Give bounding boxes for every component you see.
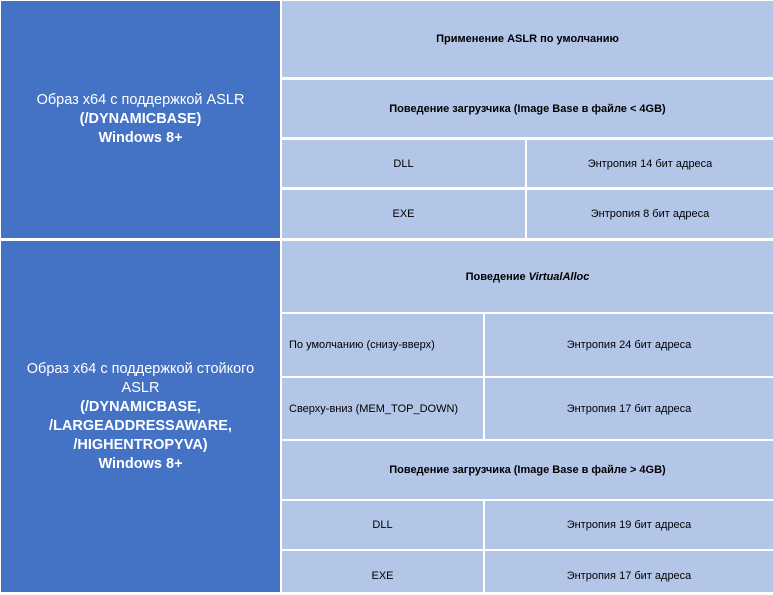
section1-header-line1: Образ x64 с поддержкой ASLR: [36, 92, 245, 108]
table-row-value: Энтропия 14 бит адреса: [527, 140, 773, 187]
table-row-value: Энтропия 17 бит адреса: [485, 551, 773, 592]
row-value-text: Энтропия 24 бит адреса: [566, 339, 692, 351]
section2-header-line6: Windows 8+: [98, 455, 183, 472]
table-row-value: Энтропия 8 бит адреса: [527, 190, 773, 238]
table-row-value: Энтропия 24 бит адреса: [485, 314, 773, 376]
section1-subtitle: Поведение загрузчика (Image Base в файле…: [282, 80, 773, 137]
row-type-text: DLL: [393, 157, 414, 170]
row-type-text: EXE: [392, 208, 415, 220]
section1-title-text: Применение ASLR по умолчанию: [436, 33, 619, 45]
table-row-value: Энтропия 17 бит адреса: [485, 378, 773, 439]
section1-header-line2: (/DYNAMICBASE): [79, 111, 202, 127]
table-row-type: EXE: [282, 190, 525, 238]
section2-header-line1: Образ x64 с поддержкой стойкого: [26, 360, 255, 377]
loader-title-text: Поведение загрузчика (Image Base в файле…: [389, 464, 666, 476]
row-type-text: Сверху-вниз (MEM_TOP_DOWN): [289, 402, 459, 415]
table-row-type: DLL: [282, 140, 525, 187]
virtualalloc-title-prefix: Поведение: [465, 270, 529, 283]
table-row-type: DLL: [282, 501, 483, 549]
virtualalloc-title: Поведение VirtualAlloc: [282, 241, 773, 312]
section2-header: Образ x64 с поддержкой стойкого ASLR (/D…: [1, 241, 280, 592]
virtualalloc-title-text: Поведение VirtualAlloc: [466, 271, 590, 283]
row-value-text: Энтропия 17 бит адреса: [566, 402, 692, 415]
section1-subtitle-text: Поведение загрузчика (Image Base в файле…: [389, 102, 666, 115]
table-row-type: По умолчанию (снизу-вверх): [282, 314, 483, 376]
section1-title: Применение ASLR по умолчанию: [282, 1, 773, 77]
table-row-value: Энтропия 19 бит адреса: [485, 501, 773, 549]
virtualalloc-title-italic: VirtualAlloc: [528, 270, 590, 283]
row-type-text: По умолчанию (снизу-вверх): [289, 339, 435, 351]
loader-title: Поведение загрузчика (Image Base в файле…: [282, 441, 773, 499]
section2-header-line2: ASLR: [121, 379, 160, 396]
section1-header: Образ x64 с поддержкой ASLR (/DYNAMICBAS…: [1, 1, 280, 238]
row-type-text: DLL: [372, 519, 393, 531]
table-row-type: EXE: [282, 551, 483, 592]
section2-header-line4: /LARGEADDRESSAWARE,: [49, 417, 232, 434]
table-row-type: Сверху-вниз (MEM_TOP_DOWN): [282, 378, 483, 439]
section2-header-line3: (/DYNAMICBASE,: [80, 398, 201, 415]
row-type-text: EXE: [371, 569, 394, 582]
row-value-text: Энтропия 8 бит адреса: [590, 208, 710, 220]
row-value-text: Энтропия 14 бит адреса: [587, 157, 713, 170]
section1-header-line3: Windows 8+: [98, 130, 183, 146]
row-value-text: Энтропия 17 бит адреса: [566, 569, 692, 582]
row-value-text: Энтропия 19 бит адреса: [566, 519, 692, 531]
section2-header-line5: /HIGHENTROPYVA): [73, 436, 208, 453]
